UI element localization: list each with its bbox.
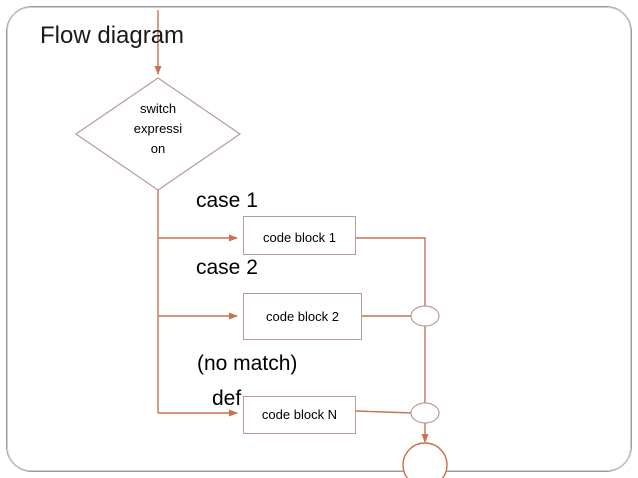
terminator-circle bbox=[402, 442, 448, 478]
branch-label-no-match: (no match) bbox=[197, 352, 298, 375]
process-box-block-2 bbox=[243, 293, 362, 340]
merge-connector-block-n bbox=[355, 410, 414, 414]
process-box-label-block-2: code block 2 bbox=[266, 309, 339, 324]
process-box-label-block-n: code block N bbox=[261, 407, 338, 422]
page-title: Flow diagram bbox=[40, 22, 185, 49]
process-box-block-1 bbox=[243, 216, 356, 255]
merge-junction-1 bbox=[410, 305, 440, 327]
decision-label: switch expressi on bbox=[113, 99, 203, 159]
decision-label-line-3: on bbox=[150, 141, 166, 157]
branch-label-default: def bbox=[212, 387, 242, 410]
branch-label-case-1: case 1 bbox=[196, 189, 258, 212]
merge-junction-2 bbox=[410, 402, 440, 424]
process-box-label-block-1: code block 1 bbox=[263, 230, 336, 245]
merge-connector-block-1 bbox=[356, 237, 426, 306]
branch-label-case-2: case 2 bbox=[196, 256, 258, 279]
decision-label-line-1: switch bbox=[139, 101, 177, 116]
decision-label-line-2: expressi bbox=[133, 121, 183, 137]
process-box-block-n bbox=[243, 396, 356, 434]
